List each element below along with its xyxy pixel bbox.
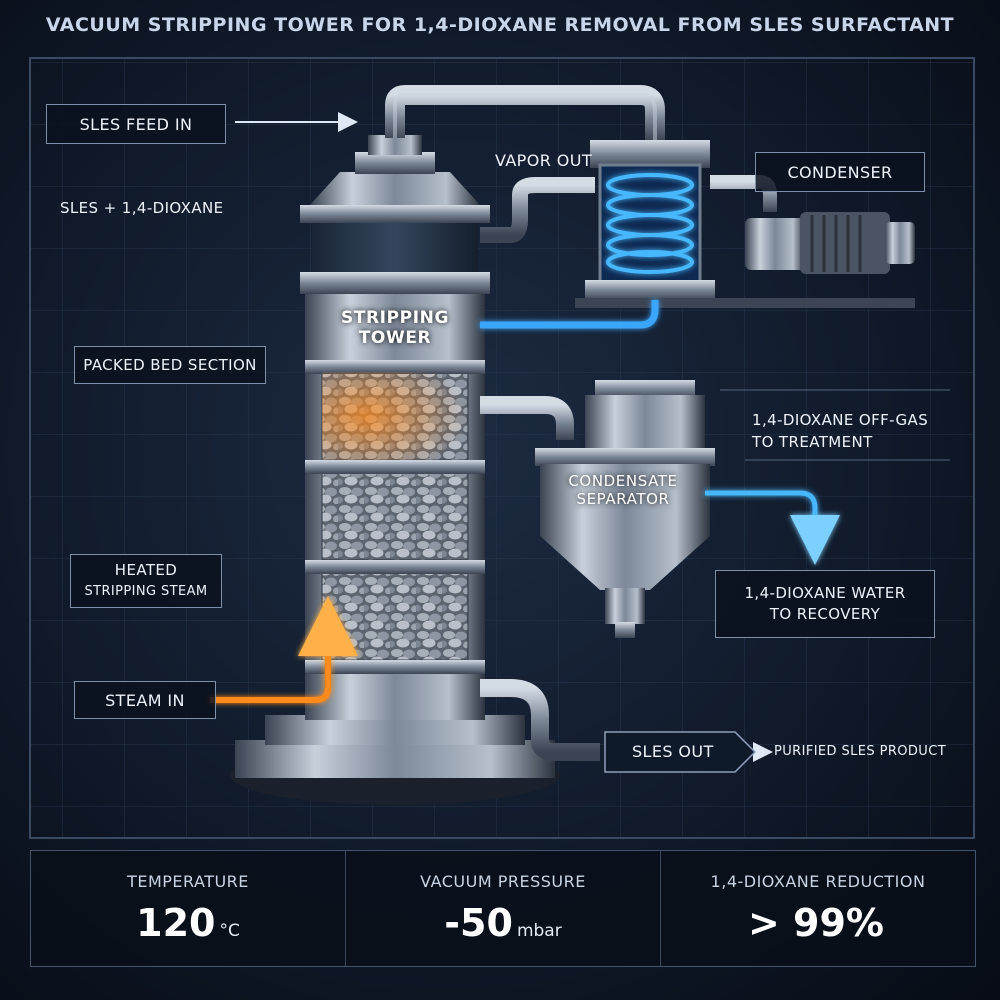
water-recovery-box: 1,4-DIOXANE WATER TO RECOVERY [715,570,935,638]
heated-steam-box: HEATED STRIPPING STEAM [70,554,222,608]
vapor-out-label: VAPOR OUT [495,151,592,170]
water-line1: 1,4-DIOXANE WATER [744,584,906,602]
condenser-box: CONDENSER [755,152,925,192]
stat-label: TEMPERATURE [127,872,249,891]
sles-feed-in-label: SLES FEED IN [79,114,193,134]
outer-frame [29,57,975,839]
water-line2: TO RECOVERY [769,605,881,623]
feed-mix-label: SLES + 1,4-DIOXANE [60,199,224,217]
stat-unit: mbar [516,921,562,941]
stat-unit: °C [219,921,240,941]
stat-label: 1,4-DIOXANE REDUCTION [710,872,926,891]
stat-label: VACUUM PRESSURE [420,872,586,891]
steam-in-label: STEAM IN [105,690,185,710]
heated-line2: STRIPPING STEAM [84,584,208,599]
stat-number: 120 [136,901,216,945]
packed-bed-label: PACKED BED SECTION [83,356,257,374]
tower-title-line1: STRIPPING [340,308,450,328]
sles-feed-in-box: SLES FEED IN [46,104,226,144]
offgas-label: 1,4-DIOXANE OFF-GAS TO TREATMENT [752,409,928,453]
steam-in-box: STEAM IN [74,681,216,719]
purified-product-label: PURIFIED SLES PRODUCT [774,744,947,759]
condensate-separator-icon [535,380,715,638]
stat-temperature: TEMPERATURE 120°C [31,851,346,966]
heated-line1: HEATED [114,561,178,579]
tower-separator-pipe [480,396,574,440]
condensate-return-line [480,300,659,329]
stat-number: -50 [444,901,513,945]
separator-line2: SEPARATOR [576,490,670,508]
offgas-line2: TO TREATMENT [752,433,873,451]
stat-value: > 99% [748,901,888,945]
packed-bed-box: PACKED BED SECTION [74,346,266,384]
sles-out-badge [604,731,757,773]
separator-line1: CONDENSATE [568,472,678,490]
tower-condenser-pipe [480,177,595,243]
tower-title-line2: TOWER [358,328,432,348]
tower-title: STRIPPING TOWER [310,308,480,348]
page-title: VACUUM STRIPPING TOWER FOR 1,4-DIOXANE R… [45,14,955,36]
offgas-line1: 1,4-DIOXANE OFF-GAS [752,411,929,429]
stat-number: > 99% [747,901,885,945]
stat-dioxane-reduction: 1,4-DIOXANE REDUCTION > 99% [661,851,975,966]
condenser-label: CONDENSER [787,162,893,182]
sles-out-pipe [480,679,600,761]
stat-value: 120°C [136,901,240,945]
separator-title: CONDENSATE SEPARATOR [548,472,698,508]
sles-out-label: SLES OUT [632,742,714,761]
